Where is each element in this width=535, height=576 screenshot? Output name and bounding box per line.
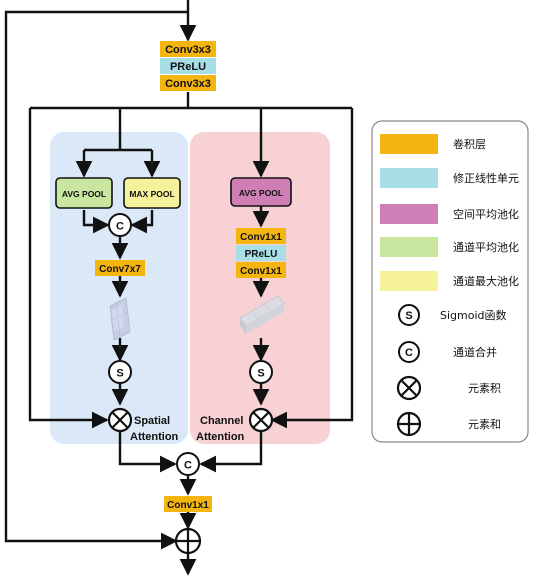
legend-add-icon xyxy=(396,411,422,437)
spatial-avg-pool-label: AVG POOL xyxy=(62,189,106,199)
legend-multiply-icon xyxy=(396,375,422,401)
channel-attention-label-2: Attention xyxy=(196,431,245,443)
legend-swatch-spatial-pool xyxy=(380,237,438,257)
legend-label-prelu: 修正线性单元 xyxy=(453,171,519,185)
legend-swatch-channel-pool xyxy=(380,204,438,224)
spatial-max-pool: MAX POOL xyxy=(123,177,181,209)
legend-label-sigmoid: Sigmoid函数 xyxy=(440,309,507,322)
spatial-feature-map-icon xyxy=(109,297,131,341)
merge-conv1x1: Conv1x1 xyxy=(164,496,212,512)
spatial-sigmoid-node: S xyxy=(108,360,132,384)
spatial-concat-node: C xyxy=(108,213,132,237)
channel-conv2-label: Conv1x1 xyxy=(240,266,282,277)
legend-label-concat: 通道合并 xyxy=(453,345,497,359)
legend-concat-icon: C xyxy=(398,341,420,363)
spatial-concat-symbol: C xyxy=(116,221,124,233)
legend-swatch-prelu xyxy=(380,168,438,188)
legend-sigmoid-icon: S xyxy=(398,304,420,326)
spatial-conv7x7-label: Conv7x7 xyxy=(99,264,141,275)
legend-swatch-max-pool xyxy=(380,271,438,291)
merge-concat-symbol: C xyxy=(184,460,192,472)
trunk-conv-block: Conv3x3 PReLU Conv3x3 xyxy=(160,41,216,91)
spatial-attention-label-2: Attention xyxy=(130,431,179,443)
channel-avg-pool: AVG POOL xyxy=(230,177,292,207)
merge-conv-label: Conv1x1 xyxy=(167,500,209,511)
connection-lines xyxy=(4,0,354,576)
spatial-multiply-node xyxy=(107,407,133,433)
spatial-sigmoid-symbol: S xyxy=(116,368,123,380)
spatial-conv7x7: Conv7x7 xyxy=(95,260,145,276)
channel-multiply-node xyxy=(248,407,274,433)
channel-attention-label-1: Channel xyxy=(200,415,243,427)
channel-avg-pool-label: AVG POOL xyxy=(239,188,283,198)
legend-label-conv: 卷积层 xyxy=(453,137,486,151)
legend-label-channel-max: 通道最大池化 xyxy=(453,274,519,288)
legend-label-multiply: 元素积 xyxy=(468,382,501,395)
trunk-conv-bottom-label: Conv3x3 xyxy=(165,78,211,90)
channel-conv-block: Conv1x1 PReLU Conv1x1 xyxy=(236,228,286,278)
svg-text:C: C xyxy=(405,347,413,359)
legend-swatch-conv xyxy=(380,134,438,154)
channel-conv1-label: Conv1x1 xyxy=(240,232,282,243)
channel-sigmoid-node: S xyxy=(249,360,273,384)
channel-sigmoid-symbol: S xyxy=(257,368,264,380)
legend-label-spatial-avg: 空间平均池化 xyxy=(453,207,519,221)
spatial-avg-pool: AVG POOL xyxy=(55,177,113,209)
spatial-attention-label-1: Spatial xyxy=(134,415,170,427)
svg-text:S: S xyxy=(405,310,412,322)
residual-add-node xyxy=(174,527,202,555)
channel-feature-vector-icon xyxy=(239,295,285,334)
channel-prelu-label: PReLU xyxy=(245,249,278,260)
legend: 卷积层 修正线性单元 空间平均池化 通道平均池化 通道最大池化 S Sigmoi… xyxy=(371,120,529,443)
spatial-max-pool-label: MAX POOL xyxy=(129,189,174,199)
merge-concat-node: C xyxy=(176,452,200,476)
trunk-prelu-label: PReLU xyxy=(170,61,206,73)
legend-label-add: 元素和 xyxy=(468,418,501,431)
legend-label-channel-avg: 通道平均池化 xyxy=(453,240,519,254)
trunk-conv-top-label: Conv3x3 xyxy=(165,44,211,56)
